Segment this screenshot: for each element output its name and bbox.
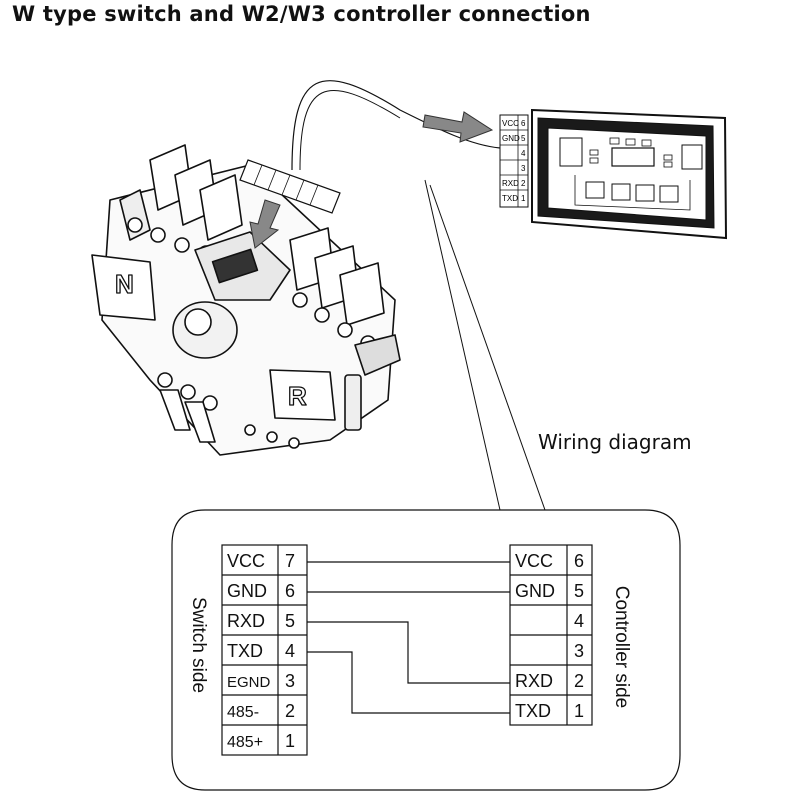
wire-rxd-txd [307, 621, 510, 684]
controller-pin-2: 2 [574, 671, 584, 691]
transfer-switch-illustration: N R [91, 144, 401, 456]
switch-signal-vcc: VCC [227, 551, 265, 571]
mini-pin-6: 6 [521, 119, 526, 128]
switch-signal-gnd: GND [227, 581, 267, 601]
wiring-panel [171, 509, 681, 791]
controller-signal-rxd: RXD [515, 671, 553, 691]
controller-pin-5: 5 [574, 581, 584, 601]
wiring-diagram-label: Wiring diagram [538, 430, 692, 454]
switch-signal-485-plus: 485+ [227, 734, 263, 751]
mini-pin-2: 2 [521, 179, 526, 188]
switch-signal-txd: TXD [227, 641, 263, 661]
r-letter: R [288, 381, 307, 411]
switch-pin-5: 5 [285, 611, 295, 631]
mini-label-txd: TXD [502, 194, 518, 203]
page-title: W type switch and W2/W3 controller conne… [12, 2, 591, 26]
mini-pin-4: 4 [521, 149, 526, 158]
right-arrow-icon [422, 111, 494, 143]
switch-pin-6: 6 [285, 581, 295, 601]
switch-pin-4: 4 [285, 641, 295, 661]
controller-pin-label-block: VCC 6 GND 5 4 3 RXD 2 TXD 1 [499, 114, 529, 208]
switch-label-strip [239, 159, 341, 214]
switch-pin-1: 1 [285, 731, 295, 751]
controller-pin-table: VCC 6 GND 5 4 3 RXD 2 TXD 1 [509, 544, 593, 726]
controller-device [531, 108, 728, 240]
switch-pin-2: 2 [285, 701, 295, 721]
mini-pin-5: 5 [521, 134, 526, 143]
pointer-line-right [429, 184, 546, 511]
r-terminal-plates [289, 227, 385, 351]
switch-signal-rxd: RXD [227, 611, 265, 631]
controller-pin-4: 4 [574, 611, 584, 631]
pointer-line-left [424, 179, 501, 511]
mini-label-rxd: RXD [502, 179, 519, 188]
controller-side-label: Controller side [611, 585, 632, 709]
controller-signal-gnd: GND [515, 581, 555, 601]
down-arrow-icon [249, 199, 281, 249]
switch-signal-egnd: EGND [227, 674, 271, 691]
switch-pin-table: VCC 7 GND 6 RXD 5 TXD 4 EGND 3 485- 2 48… [221, 544, 308, 756]
mini-label-gnd: GND [502, 134, 520, 143]
connection-wires [307, 561, 510, 714]
switch-side-label: Switch side [188, 596, 209, 694]
switch-signal-485-minus: 485- [227, 704, 259, 721]
wire-txd-rxd [307, 651, 510, 714]
controller-pin-1: 1 [574, 701, 584, 721]
controller-pin-3: 3 [574, 641, 584, 661]
controller-signal-vcc: VCC [515, 551, 553, 571]
mini-label-vcc: VCC [502, 119, 519, 128]
switch-pin-7: 7 [285, 551, 295, 571]
mini-pin-3: 3 [521, 164, 526, 173]
n-letter: N [115, 269, 134, 299]
controller-pin-6: 6 [574, 551, 584, 571]
mini-pin-1: 1 [521, 194, 526, 203]
communication-cable [291, 80, 501, 171]
controller-signal-txd: TXD [515, 701, 551, 721]
switch-pin-3: 3 [285, 671, 295, 691]
